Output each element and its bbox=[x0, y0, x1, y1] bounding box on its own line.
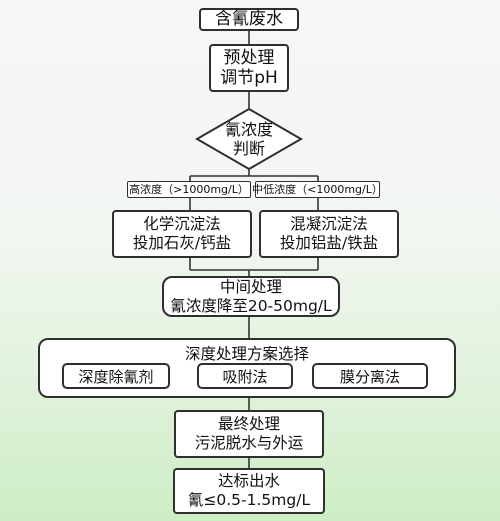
source-label: 含氰废水 bbox=[215, 9, 283, 30]
pretreat-node: 预处理 调节pH bbox=[209, 44, 289, 92]
decision-line-2: 判断 bbox=[232, 139, 265, 158]
coagulation-node: 混凝沉淀法 投加铝盐/铁盐 bbox=[259, 210, 399, 258]
chem-line-1: 化学沉淀法 bbox=[143, 215, 221, 234]
effluent-line-1: 达标出水 bbox=[217, 472, 280, 491]
middle-line-1: 中间处理 bbox=[219, 277, 282, 296]
decision-diamond bbox=[194, 107, 304, 171]
low-concentration-label: 中低浓度（<1000mg/L） bbox=[252, 181, 383, 198]
deep-option-decyanide: 深度除氰剂 bbox=[62, 363, 170, 389]
final-treatment-node: 最终处理 污泥脱水与外运 bbox=[174, 410, 324, 458]
middle-treatment-node: 中间处理 氰浓度降至20-50mg/L bbox=[162, 276, 340, 317]
effluent-line-2: 氰≤0.5-1.5mg/L bbox=[187, 491, 311, 509]
high-concentration-label: 高浓度（>1000mg/L） bbox=[127, 181, 251, 198]
middle-line-2: 氰浓度降至20-50mg/L bbox=[170, 296, 332, 315]
pretreat-line-1: 预处理 bbox=[223, 47, 275, 68]
pretreat-line-2: 调节pH bbox=[220, 68, 278, 88]
deep-option-membrane: 膜分离法 bbox=[312, 363, 428, 389]
chemical-precipitation-node: 化学沉淀法 投加石灰/钙盐 bbox=[112, 210, 252, 258]
coag-line-1: 混凝沉淀法 bbox=[290, 215, 368, 234]
deep-treatment-title: 深度处理方案选择 bbox=[184, 345, 309, 363]
effluent-node: 达标出水 氰≤0.5-1.5mg/L bbox=[173, 468, 325, 514]
final-line-2: 污泥脱水与外运 bbox=[194, 434, 304, 452]
high-concentration-text: 高浓度（>1000mg/L） bbox=[129, 182, 249, 196]
deep-treatment-panel: 深度处理方案选择 深度除氰剂 吸附法 膜分离法 bbox=[38, 338, 456, 398]
chem-line-2: 投加石灰/钙盐 bbox=[132, 234, 232, 252]
final-line-1: 最终处理 bbox=[217, 415, 280, 434]
deep-option-adsorption: 吸附法 bbox=[197, 363, 293, 389]
low-concentration-text: 中低浓度（<1000mg/L） bbox=[252, 182, 383, 196]
source-node: 含氰废水 bbox=[199, 8, 299, 31]
decision-node: 氰浓度 判断 bbox=[199, 113, 299, 165]
decision-line-1: 氰浓度 bbox=[224, 119, 273, 139]
coag-line-2: 投加铝盐/铁盐 bbox=[279, 234, 379, 252]
